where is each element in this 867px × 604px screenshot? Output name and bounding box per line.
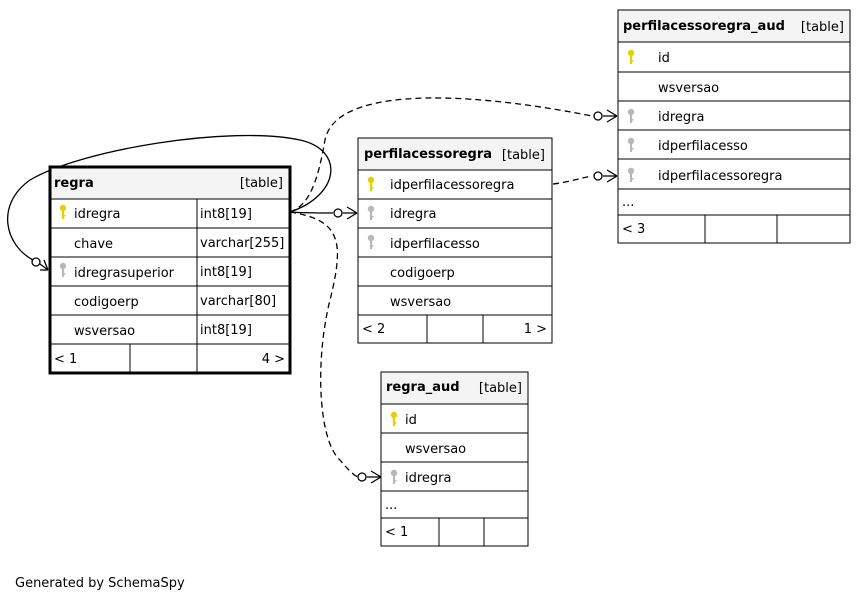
column-name: wsversao	[658, 81, 719, 96]
edge-regra-perfilacessoregra-origin	[333, 208, 343, 218]
column-type: int8[19]	[200, 265, 252, 280]
table-tag: [table]	[801, 20, 844, 35]
footer-parents: < 1	[54, 352, 77, 367]
edge-regra-regra-aud	[289, 211, 359, 478]
edge-regra-regra-aud-origin	[357, 472, 367, 482]
edge-regra-self-crowfoot	[39, 259, 49, 271]
table-header	[358, 138, 552, 170]
column-name: idperfilacessoregra	[390, 178, 515, 193]
edge-perfilacessoregra-aud-origin	[593, 171, 603, 181]
column-name: idperfilacesso	[390, 237, 480, 252]
table-name: regra_aud	[386, 380, 460, 395]
edge-regra-perfilacessoregra	[289, 211, 334, 214]
footer-children: 4 >	[262, 352, 285, 367]
table-border	[380, 371, 529, 547]
column-name: id	[658, 51, 670, 66]
relationship-edges	[6, 97, 618, 484]
column-name: idregra	[390, 207, 436, 222]
column-type: varchar[80]	[200, 294, 276, 309]
footer-parents: < 2	[362, 322, 385, 337]
column-name: wsversao	[390, 295, 451, 310]
column-type: varchar[255]	[200, 236, 284, 251]
table-tag: [table]	[240, 176, 283, 191]
table-regra[interactable]: regra [table] idregra int8[19] chave var…	[48, 165, 292, 375]
table-border	[617, 9, 851, 244]
column-name: idregra	[658, 110, 704, 125]
edge-perfilacessoregra-aud	[552, 175, 593, 185]
edge-regra-self	[6, 134, 332, 261]
table-name: perfilacessoregra	[364, 147, 492, 162]
column-name: idperfilacesso	[658, 139, 748, 154]
table-header	[50, 167, 290, 199]
edge-regra-regra-aud-crowfoot	[367, 470, 382, 484]
table-header	[618, 10, 850, 42]
column-name: idperfilacessoregra	[658, 169, 783, 184]
footer-children: 1 >	[524, 322, 547, 337]
table-header	[381, 372, 528, 404]
column-type: int8[19]	[200, 207, 252, 222]
edge-regra-perfilacessoregra-crowfoot	[343, 206, 358, 220]
table-perfilacessoregra-aud[interactable]: perfilacessoregra_aud [table] id wsversa…	[617, 9, 851, 244]
footer-parents: < 1	[385, 525, 408, 540]
ellipsis-row: ...	[622, 195, 634, 210]
table-tag: [table]	[502, 148, 545, 163]
column-name: codigoerp	[390, 266, 455, 281]
column-name: wsversao	[74, 324, 135, 339]
table-regra-aud[interactable]: regra_aud [table] id wsversao idregra ..…	[380, 371, 529, 547]
edge-regra-perfilacessoregra-aud-origin	[593, 111, 603, 121]
edge-regra-perfilacessoregra-aud-crowfoot	[603, 109, 618, 123]
edge-perfilacessoregra-aud-crowfoot	[603, 169, 618, 183]
table-border	[357, 137, 553, 344]
ellipsis-row: ...	[385, 498, 397, 513]
column-name: id	[405, 413, 417, 428]
column-name: chave	[74, 237, 113, 252]
generated-by-credit: Generated by SchemaSpy	[15, 576, 185, 591]
column-type: int8[19]	[200, 323, 252, 338]
column-name: idregra	[74, 207, 120, 222]
footer-parents: < 3	[622, 222, 645, 237]
table-name: regra	[54, 176, 94, 191]
column-name: idregrasuperior	[74, 266, 175, 281]
table-perfilacessoregra[interactable]: perfilacessoregra [table] idperfilacesso…	[357, 137, 553, 344]
table-tag: [table]	[479, 381, 522, 396]
table-border	[48, 165, 292, 375]
column-name: idregra	[405, 471, 451, 486]
column-name: wsversao	[405, 442, 466, 457]
column-name: codigoerp	[74, 295, 139, 310]
edge-regra-self-origin	[31, 257, 41, 267]
table-name: perfilacessoregra_aud	[623, 19, 785, 34]
